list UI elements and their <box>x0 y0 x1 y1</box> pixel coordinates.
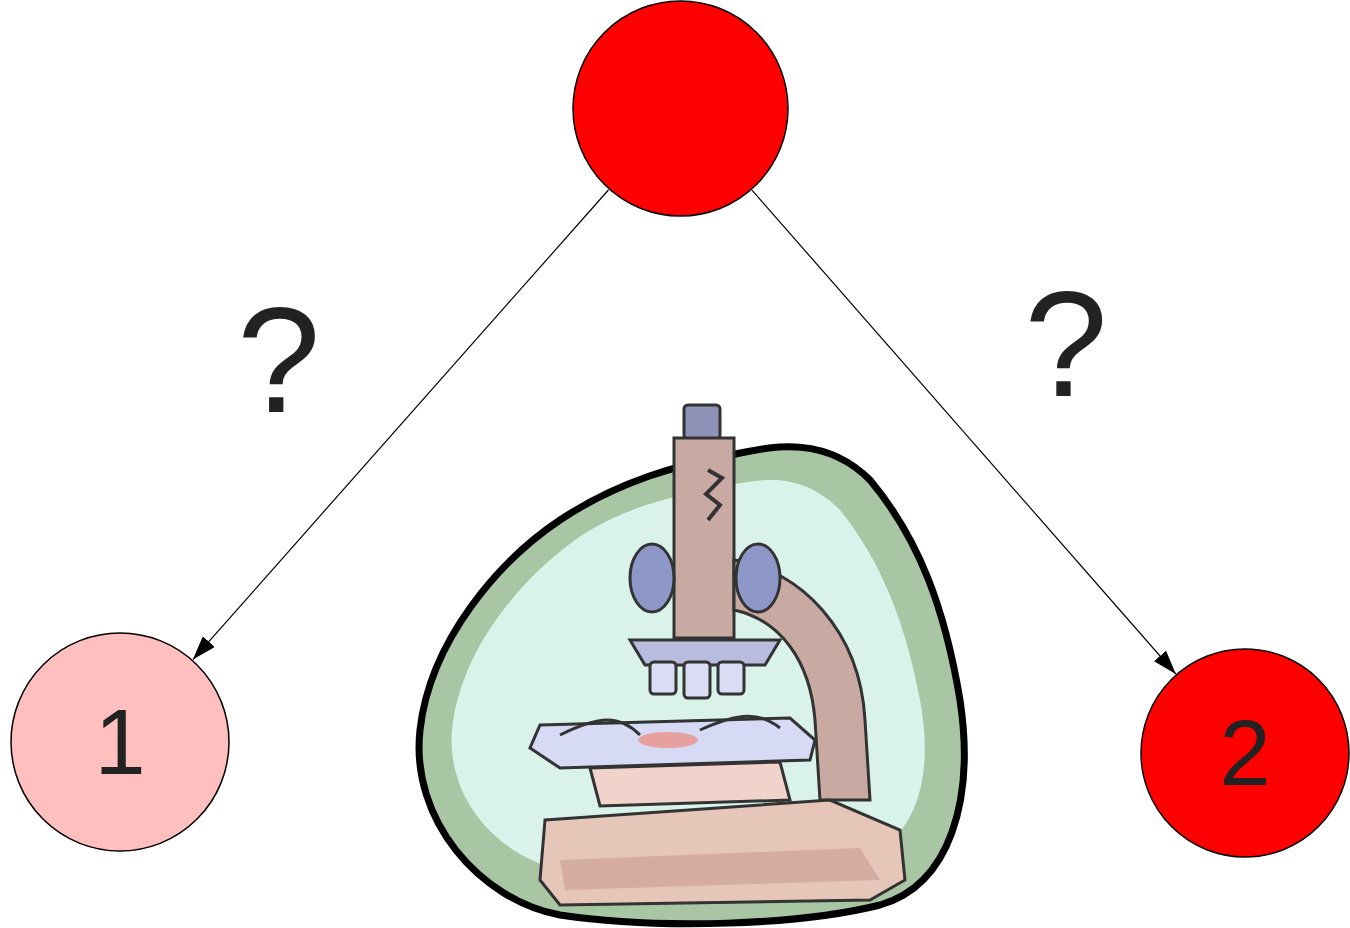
objective-lens <box>684 662 710 698</box>
objective-lens <box>650 662 676 694</box>
node-number: 1 <box>94 696 145 788</box>
objective-lens <box>718 662 744 694</box>
eyepiece-cap <box>684 405 720 439</box>
specimen-slide <box>638 732 698 748</box>
stage-support <box>590 762 790 806</box>
circle-node <box>572 0 789 217</box>
arrow-connector <box>752 190 1176 674</box>
arrow-connector <box>193 190 609 660</box>
circle-node: 2 <box>1140 648 1350 858</box>
focus-knob <box>736 544 780 612</box>
microscope-base <box>540 800 905 905</box>
circle-outline <box>572 0 789 217</box>
question-mark: ? <box>1024 269 1107 419</box>
body-tube <box>674 438 734 638</box>
microscope-stage <box>530 718 815 768</box>
circle-node: 1 <box>10 632 230 852</box>
stage-clip <box>560 720 640 735</box>
question-mark: ? <box>237 285 320 435</box>
node-number: 2 <box>1219 707 1270 799</box>
stage-clip <box>700 716 780 730</box>
focus-knob <box>630 544 674 612</box>
tube-mark <box>706 470 722 520</box>
base-shadow <box>560 848 880 890</box>
